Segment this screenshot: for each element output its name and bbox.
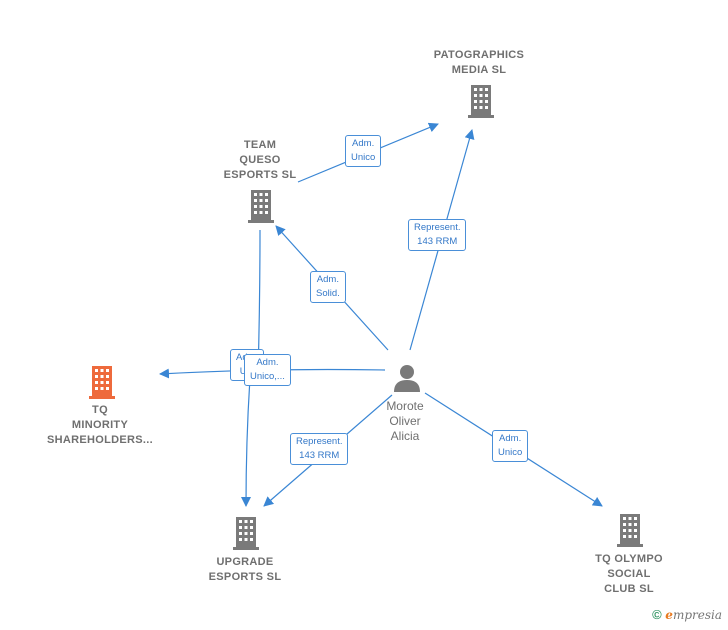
- node-patographics[interactable]: PATOGRAPHICS MEDIA SL: [433, 49, 525, 76]
- edge-label-adm-solid[interactable]: Adm. Solid.: [310, 271, 346, 303]
- copyright-icon: ©: [652, 607, 662, 622]
- node-person[interactable]: Morote Oliver Alicia: [386, 399, 424, 443]
- person-icon: [394, 365, 420, 392]
- node-team-queso[interactable]: TEAM QUESO ESPORTS SL: [223, 139, 297, 181]
- building-icon-tq-olympo: [617, 514, 643, 547]
- building-icon-tq-minority: [89, 366, 115, 399]
- node-tq-minority[interactable]: TQ MINORITY SHAREHOLDERS...: [47, 404, 153, 446]
- edge-label-adm-unico-minority[interactable]: Adm. Unico,...: [244, 354, 291, 386]
- edge-label-represent-upgrade[interactable]: Represent. 143 RRM: [290, 433, 349, 465]
- node-upgrade[interactable]: UPGRADE ESPORTS SL: [208, 556, 282, 583]
- brand-logo: empresia: [665, 608, 722, 622]
- edge-label-adm-unico-olympo[interactable]: Adm. Unico: [492, 430, 529, 462]
- node-tq-olympo[interactable]: TQ OLYMPO SOCIAL CLUB SL: [595, 553, 663, 595]
- footer-brand: © empresia: [652, 607, 722, 622]
- building-icon-upgrade: [233, 517, 259, 550]
- edge-minority-to-upgrade: [241, 377, 252, 507]
- building-icon-team-queso: [248, 190, 274, 223]
- building-icon-patographics: [468, 85, 494, 118]
- edge-label-represent-patographics[interactable]: Represent. 143 RRM: [408, 219, 467, 251]
- edge-label-adm-unico-patographics[interactable]: Adm. Unico: [345, 135, 382, 167]
